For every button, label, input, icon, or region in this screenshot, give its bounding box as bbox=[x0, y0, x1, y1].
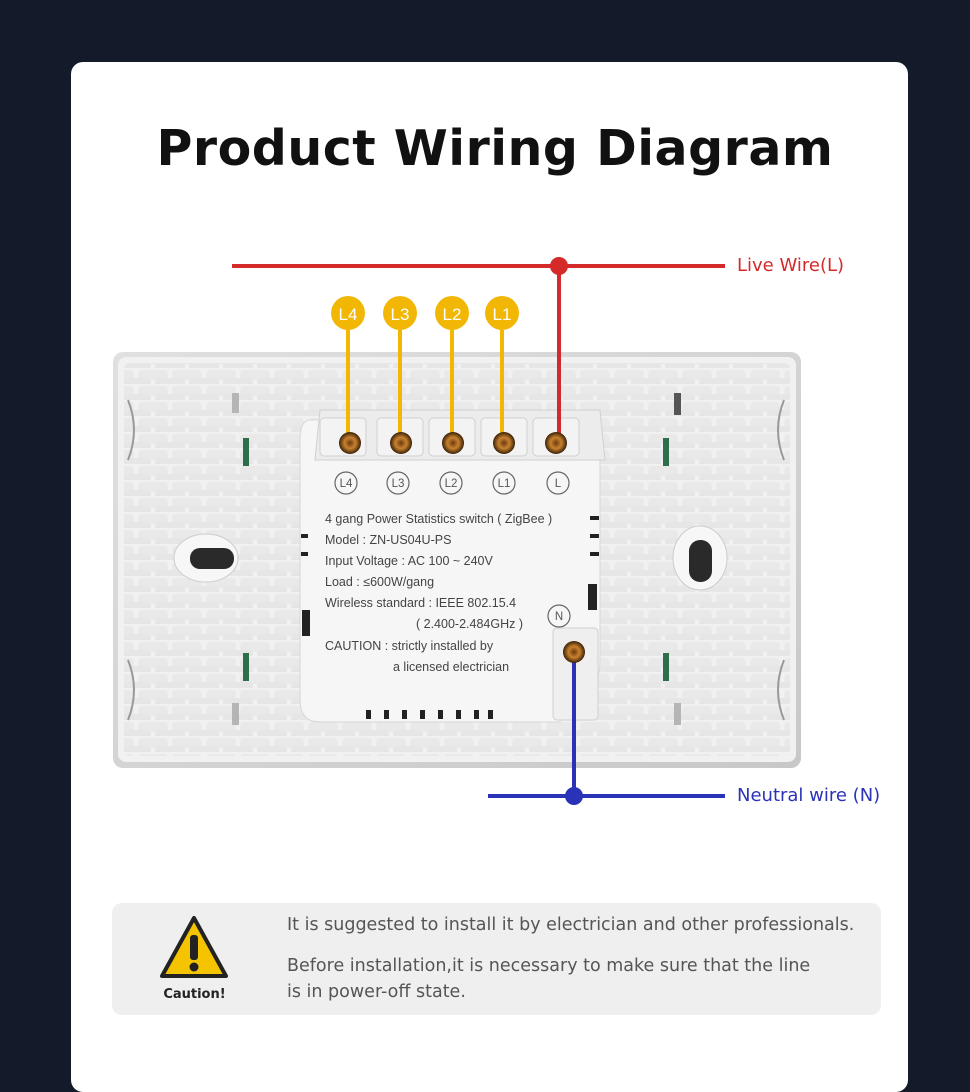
module-info-line5: Wireless standard : IEEE 802.15.4 bbox=[325, 596, 516, 610]
module-info-line7: CAUTION : strictly installed by bbox=[325, 639, 494, 653]
live-junction-dot bbox=[550, 257, 568, 275]
page-title: Product Wiring Diagram bbox=[156, 120, 834, 177]
module-info-line1: 4 gang Power Statistics switch ( ZigBee … bbox=[325, 512, 552, 526]
neutral-wire bbox=[488, 655, 725, 805]
module-terminal-rings bbox=[334, 471, 571, 628]
module-info-line6: ( 2.400-2.484GHz ) bbox=[416, 617, 523, 631]
terminal-screws bbox=[339, 432, 585, 663]
caution-label: Caution! bbox=[163, 987, 226, 1002]
load-wires bbox=[346, 330, 504, 440]
badge-l3-text: L3 bbox=[391, 305, 410, 324]
switch-module bbox=[299, 409, 606, 723]
module-info-line2: Model : ZN-US04U-PS bbox=[325, 533, 451, 547]
module-label-l1: L1 bbox=[498, 478, 511, 490]
module-info-line8: a licensed electrician bbox=[393, 660, 509, 674]
badge-l1-text: L1 bbox=[493, 305, 512, 324]
caution-text-line3: is in power-off state. bbox=[287, 982, 466, 1002]
live-wire bbox=[232, 257, 725, 440]
badge-l2-text: L2 bbox=[443, 305, 462, 324]
live-wire-label: Live Wire(L) bbox=[737, 255, 845, 276]
module-info: 4 gang Power Statistics switch ( ZigBee … bbox=[325, 512, 552, 674]
module-info-line3: Input Voltage : AC 100 ~ 240V bbox=[325, 554, 494, 568]
module-label-l: L bbox=[555, 478, 562, 490]
badge-l4-text: L4 bbox=[339, 305, 358, 324]
caution-box: Caution! It is suggested to install it b… bbox=[112, 903, 881, 1015]
module-label-l4: L4 bbox=[340, 478, 353, 490]
badge-l4 bbox=[331, 296, 365, 330]
module-label-n: N bbox=[555, 611, 563, 623]
badge-l1 bbox=[485, 296, 519, 330]
terminal-badges: L4 L3 L2 L1 bbox=[331, 296, 519, 330]
neutral-junction-dot bbox=[565, 787, 583, 805]
neutral-wire-label: Neutral wire (N) bbox=[737, 785, 881, 806]
warning-triangle-icon bbox=[160, 916, 228, 978]
module-label-l3: L3 bbox=[392, 478, 405, 490]
badge-l3 bbox=[383, 296, 417, 330]
caution-text-line2: Before installation,it is necessary to m… bbox=[287, 956, 811, 976]
wiring-diagram: L4 L3 L2 L1 L4 L3 L2 L1 L N 4 gang Power… bbox=[113, 257, 801, 805]
caution-text-line1: It is suggested to install it by electri… bbox=[287, 915, 855, 935]
badge-l2 bbox=[435, 296, 469, 330]
module-label-l2: L2 bbox=[445, 478, 458, 490]
module-info-line4: Load : ≤600W/gang bbox=[325, 575, 434, 589]
